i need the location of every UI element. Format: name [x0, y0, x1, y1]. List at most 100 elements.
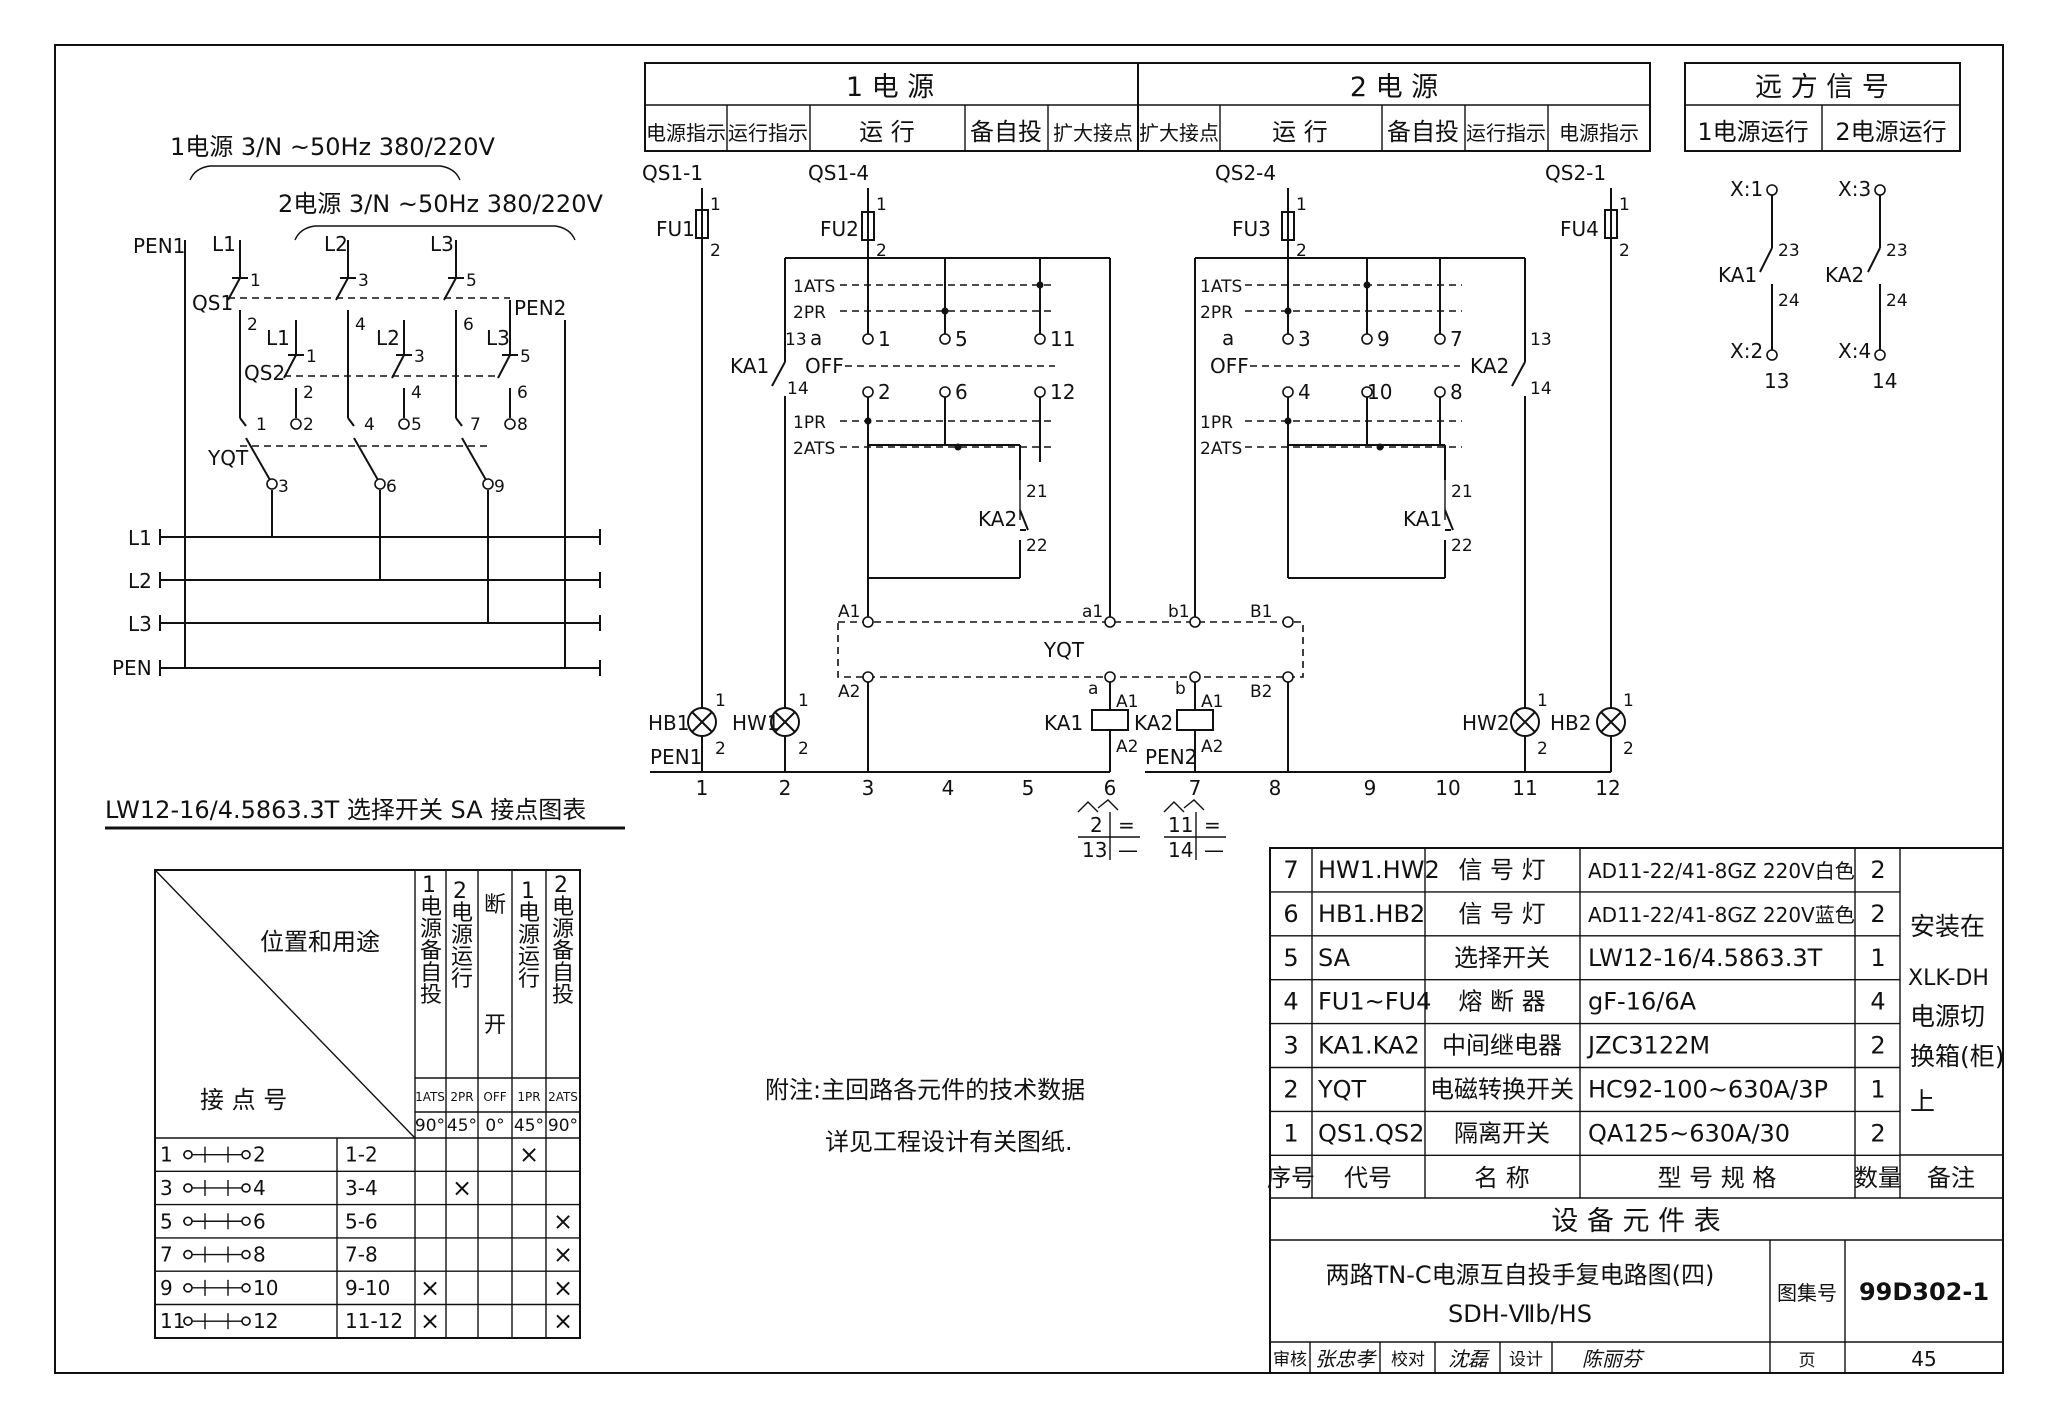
svg-text:OFF: OFF: [483, 1090, 506, 1104]
svg-text:QS1-1: QS1-1: [642, 161, 703, 185]
svg-text:1PR: 1PR: [793, 413, 826, 433]
svg-text:2ATS: 2ATS: [793, 439, 835, 459]
svg-text:QS1-4: QS1-4: [808, 161, 869, 185]
svg-text:2: 2: [1090, 813, 1103, 837]
svg-text:3-4: 3-4: [345, 1176, 378, 1200]
header-source2: 2 电 源: [1350, 72, 1438, 103]
svg-text:B2: B2: [1250, 682, 1272, 702]
svg-text:13: 13: [785, 330, 807, 350]
svg-text:45°: 45°: [514, 1116, 544, 1136]
svg-text:SA: SA: [1318, 944, 1351, 972]
svg-text:设计: 设计: [1509, 1350, 1543, 1370]
svg-text:信 号 灯: 信 号 灯: [1458, 856, 1545, 884]
svg-text:KA2: KA2: [978, 507, 1017, 531]
svg-text:1: 1: [798, 691, 809, 711]
svg-text:5: 5: [466, 271, 477, 291]
svg-text:6: 6: [463, 315, 474, 335]
svg-text:PEN: PEN: [112, 656, 152, 680]
svg-text:5: 5: [1283, 944, 1298, 972]
sa-contact-mark: ×: [553, 1207, 573, 1235]
svg-text:6: 6: [1104, 776, 1117, 800]
svg-text:1PR: 1PR: [517, 1090, 540, 1104]
svg-text:2: 2: [247, 315, 258, 335]
xref-ka1: 2 = 13 —: [1077, 799, 1140, 862]
header-source1: 1 电 源: [846, 72, 934, 103]
header-col: 电源指示: [646, 121, 726, 145]
svg-text:90°: 90°: [415, 1116, 445, 1136]
svg-text:JZC3122M: JZC3122M: [1586, 1032, 1710, 1060]
atlas-number: 99D302-1: [1859, 1278, 1989, 1306]
svg-text:FU3: FU3: [1232, 217, 1271, 241]
svg-text:FU2: FU2: [820, 217, 859, 241]
svg-text:QS2-1: QS2-1: [1545, 161, 1606, 185]
svg-text:24: 24: [1778, 291, 1800, 311]
svg-text:1: 1: [696, 776, 709, 800]
fuse-fu3: [1281, 211, 1295, 241]
svg-text:L2: L2: [376, 326, 400, 350]
svg-text:KA1: KA1: [1718, 263, 1757, 287]
coil-ka1: [1091, 709, 1129, 731]
svg-text:2: 2: [1623, 739, 1634, 759]
svg-text:2: 2: [876, 241, 887, 261]
svg-text:7-8: 7-8: [345, 1243, 378, 1267]
source2-label: 2电源 3/N ~50Hz 380/220V: [278, 190, 603, 218]
drawing-subtitle: SDH-Ⅶb/HS: [1448, 1300, 1592, 1328]
svg-text:熔 断 器: 熔 断 器: [1458, 988, 1545, 1016]
signature-check: 张忠孝: [1315, 1347, 1377, 1371]
svg-text:AD11-22/41-8GZ 220V白色: AD11-22/41-8GZ 220V白色: [1588, 859, 1855, 883]
svg-text:4: 4: [355, 315, 366, 335]
note-line-2: 详见工程设计有关图纸.: [825, 1128, 1073, 1156]
svg-text:21: 21: [1026, 482, 1048, 502]
svg-text:LW12-16/4.5863.3T: LW12-16/4.5863.3T: [1588, 944, 1823, 972]
svg-text:1ATS: 1ATS: [415, 1090, 445, 1104]
power-circuit: 1电源 3/N ~50Hz 380/220V 2电源 3/N ~50Hz 380…: [112, 133, 603, 680]
svg-text:3: 3: [160, 1176, 173, 1200]
svg-text:HW2: HW2: [1462, 711, 1510, 735]
svg-text:1-2: 1-2: [345, 1143, 378, 1167]
sa-contact-mark: ×: [420, 1307, 440, 1335]
svg-text:QA125~630A/30: QA125~630A/30: [1588, 1119, 1790, 1147]
svg-text:电磁转换开关: 电磁转换开关: [1430, 1075, 1574, 1103]
svg-text:5: 5: [955, 327, 968, 351]
svg-text:7: 7: [160, 1243, 173, 1267]
header-col: 运 行: [859, 118, 915, 146]
svg-text:90°: 90°: [548, 1116, 578, 1136]
svg-text:OFF: OFF: [1210, 354, 1249, 378]
pen2-label: PEN2: [514, 296, 566, 320]
svg-text:L3: L3: [430, 232, 454, 256]
svg-text:14: 14: [1168, 838, 1193, 862]
drawing-title: 两路TN-C电源互自投手复电路图(四): [1326, 1261, 1715, 1289]
svg-text:2: 2: [1870, 856, 1885, 884]
header-col: 备自投: [1387, 118, 1459, 146]
svg-text:隔离开关: 隔离开关: [1454, 1119, 1550, 1147]
svg-text:9-10: 9-10: [345, 1276, 390, 1300]
svg-text:KA1: KA1: [1403, 507, 1442, 531]
svg-text:9: 9: [1377, 327, 1390, 351]
svg-text:PEN2: PEN2: [1145, 745, 1197, 769]
svg-text:gF-16/6A: gF-16/6A: [1588, 988, 1697, 1016]
svg-text:HB1: HB1: [648, 711, 689, 735]
control-circuit: QS1-1 QS1-4 QS2-4 QS2-1 FU1 12 FU4 12 FU…: [642, 161, 1634, 862]
svg-text:a1: a1: [1082, 602, 1103, 622]
svg-text:11-12: 11-12: [345, 1309, 403, 1333]
svg-text:FU4: FU4: [1560, 217, 1599, 241]
svg-text:1: 1: [1619, 195, 1630, 215]
svg-text:1: 1: [1870, 1075, 1885, 1103]
svg-text:11: 11: [160, 1309, 185, 1333]
qs2-label: QS2: [244, 361, 285, 385]
svg-text:1: 1: [306, 347, 317, 367]
svg-text:12: 12: [1050, 380, 1075, 404]
svg-text:信 号 灯: 信 号 灯: [1458, 900, 1545, 928]
svg-text:2: 2: [779, 776, 792, 800]
svg-text:HB1.HB2: HB1.HB2: [1318, 900, 1425, 928]
svg-text:14: 14: [787, 379, 809, 399]
svg-text:b: b: [1175, 679, 1186, 699]
